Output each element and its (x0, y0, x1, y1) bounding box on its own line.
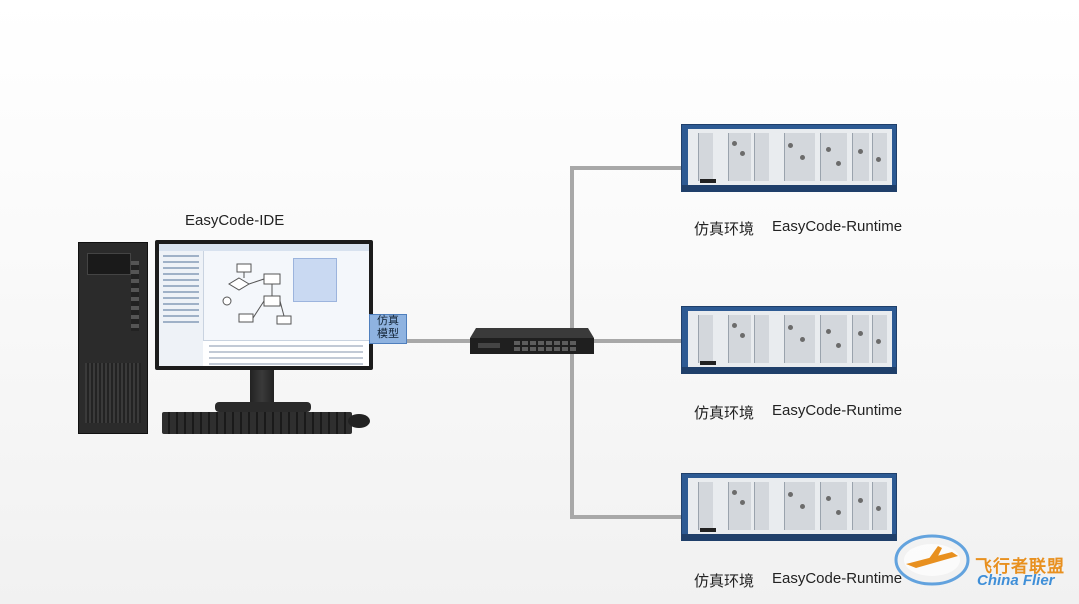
node-2-runtime-label: EasyCode-Runtime (772, 402, 903, 419)
cable-switch-to-node-3 (570, 341, 684, 519)
node-1-runtime-label: EasyCode-Runtime (772, 218, 903, 235)
pxi-chassis-2 (681, 306, 897, 374)
model-box-line1: 仿真 (377, 315, 399, 327)
mouse (348, 414, 370, 428)
desktop-tower (78, 242, 148, 434)
monitor (155, 240, 373, 370)
node-2-env-label: 仿真环境 (694, 405, 755, 422)
ide-screen (159, 244, 369, 366)
node-3-env-label: 仿真环境 (694, 573, 755, 590)
ide-title: EasyCode-IDE (185, 212, 285, 229)
simulation-model-box: 仿真 模型 (369, 314, 407, 344)
model-box-line2: 模型 (377, 328, 399, 340)
keyboard (162, 412, 352, 434)
pxi-chassis-3 (681, 473, 897, 541)
network-switch (470, 328, 594, 354)
watermark-logo-icon (894, 534, 970, 586)
cable-switch-to-node-1 (570, 166, 684, 343)
watermark-cn-text: 飞行者联盟 (975, 557, 1065, 576)
flowchart-icon (222, 263, 292, 325)
pxi-chassis-1 (681, 124, 897, 192)
monitor-base (215, 402, 311, 412)
node-3-runtime-label: EasyCode-Runtime (772, 570, 903, 587)
monitor-stand (250, 370, 274, 404)
watermark-en-text: China Flier (977, 572, 1055, 589)
node-1-env-label: 仿真环境 (694, 221, 755, 238)
